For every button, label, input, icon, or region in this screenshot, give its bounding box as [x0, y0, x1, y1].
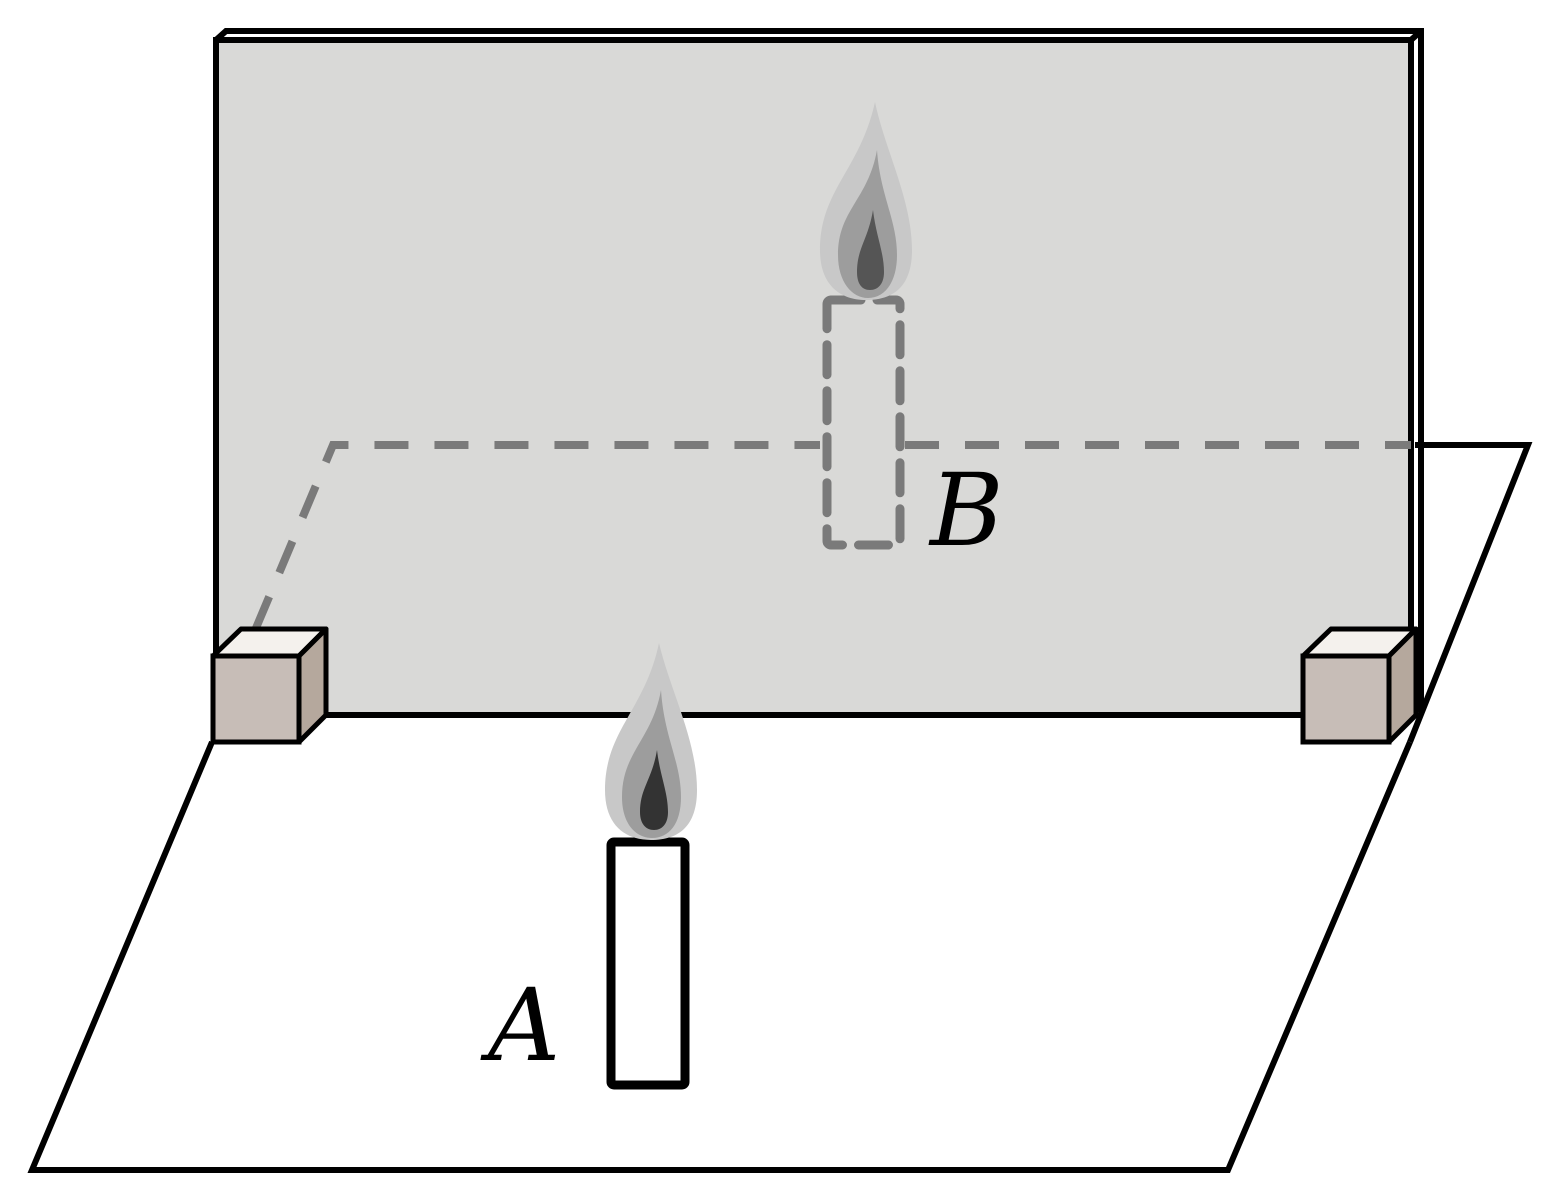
table-hidden-edge — [252, 441, 820, 630]
candle-icon — [606, 837, 690, 1090]
table-outline-right — [1407, 442, 1533, 744]
glass-plate — [213, 37, 1414, 718]
flame-icon — [605, 643, 697, 840]
cube-icon — [210, 626, 329, 745]
label-candle-b: B — [928, 452, 1004, 569]
label-candle-a: A — [480, 967, 560, 1084]
flame-icon — [820, 102, 912, 300]
table-surface — [32, 445, 1528, 1170]
cube-icon — [1300, 626, 1419, 745]
table-outline-bottom — [27, 740, 1413, 1173]
candle-b-image-body — [822, 295, 905, 550]
glass-plate-thickness-corner — [1408, 28, 1424, 43]
